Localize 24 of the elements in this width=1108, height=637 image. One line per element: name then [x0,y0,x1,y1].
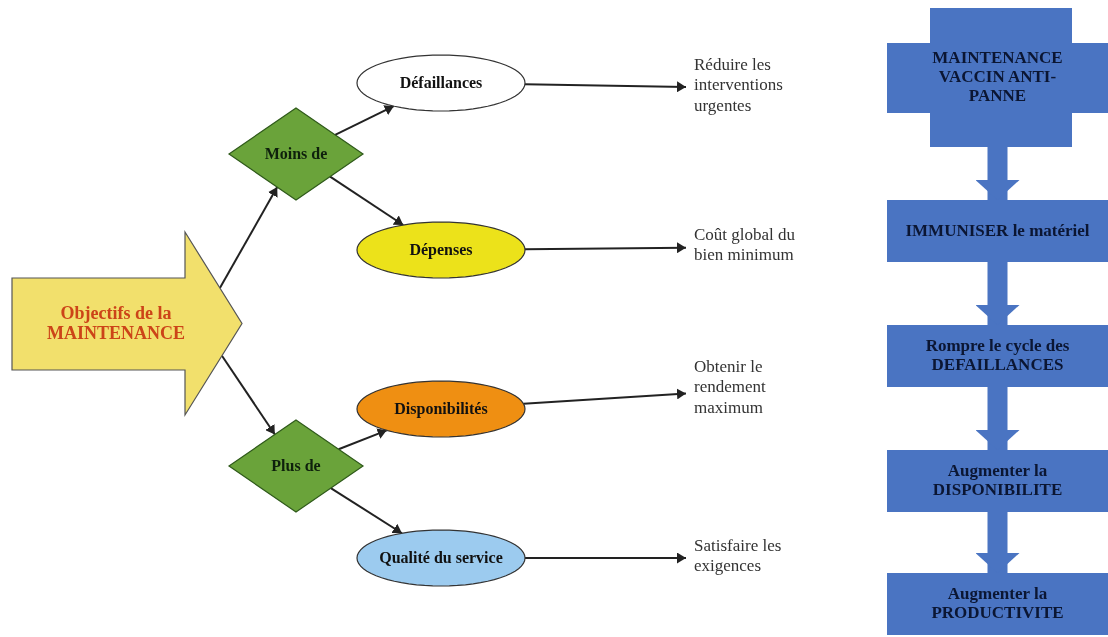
process-box [887,325,1108,387]
ellipse-label: Dépenses [408,241,474,259]
box-label: IMMUNISER le matériel [904,221,1091,241]
ellipse-label: Disponibilités [393,400,489,418]
block-arrow-shape [12,232,242,415]
ellipse-label: Défaillances [398,74,484,92]
ellipse-label: Qualité du service [378,549,504,567]
decision-diamond [229,108,363,200]
arrow-label: Objectifs de la MAINTENANCE [46,303,186,344]
process-box [887,573,1108,635]
box-label: MAINTENANCE VACCIN ANTI-PANNE [931,49,1064,106]
decision-diamond [229,420,363,512]
note-text: Coût global du bien minimum [694,225,819,266]
process-box [887,200,1108,262]
diamond-label: Moins de [263,145,329,163]
note-text: Réduire les interventions urgentes [694,55,814,117]
box-label: Augmenter la PRODUCTIVITE [930,585,1065,623]
cross-box [887,8,1108,147]
process-box [887,450,1108,512]
box-label: Rompre le cycle des DEFAILLANCES [924,337,1071,375]
diamond-label: Plus de [270,457,322,475]
note-text: Satisfaire les exigences [694,536,819,577]
box-label: Augmenter la DISPONIBILITE [931,462,1064,500]
note-text: Obtenir le rendement maximum [694,357,789,419]
